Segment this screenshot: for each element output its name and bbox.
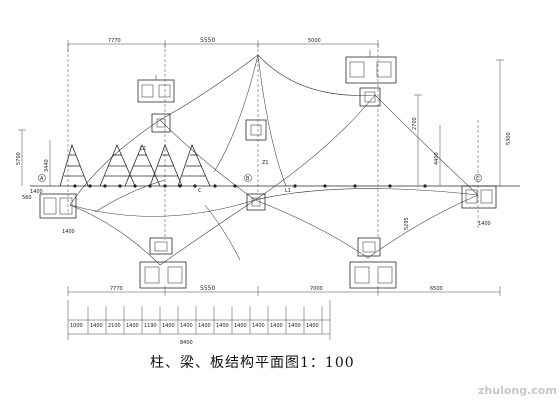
footing-top-left-lower — [151, 113, 171, 133]
ruler-dim-9: 1400 — [216, 323, 229, 329]
ruler-dim-8: 1400 — [198, 323, 211, 329]
left-dimensions: 5700 3440 560 1400 1400 1400 — [16, 129, 491, 235]
bottom-ruler: 1000 1400 2100 1400 1190 1400 1400 1400 … — [67, 300, 331, 346]
top-dim-1: 7770 — [108, 38, 121, 44]
vertical-axis-lines — [67, 44, 479, 240]
drawing-title: 柱、梁、板结构平面图1：100 — [150, 355, 355, 371]
right-dim-2: 5300 — [506, 132, 512, 145]
bottom-dim-4: 6500 — [430, 286, 443, 292]
bottom-dim-2: 5550 — [200, 285, 215, 292]
watermark: zhulong.com — [478, 384, 557, 397]
left-dim-1: 5700 — [16, 152, 22, 165]
bottom-dim-1: 7770 — [110, 286, 123, 292]
ruler-dim-5: 1190 — [144, 323, 157, 329]
ruler-total: 8400 — [180, 340, 193, 346]
top-dimension-line: 7770 5550 5000 — [67, 37, 379, 52]
label-c: C — [198, 188, 202, 194]
right-dim-4: 4400 — [434, 152, 440, 165]
ruler-dim-10: 1400 — [234, 323, 247, 329]
ruler-dim-3: 2100 — [108, 323, 121, 329]
bottom-dimension-line: 7770 5550 7000 6500 — [67, 285, 501, 296]
ruler-dim-4: 1400 — [126, 323, 139, 329]
footing-center — [245, 119, 267, 141]
truss-ladders — [59, 143, 211, 187]
top-dim-2: 5550 — [200, 37, 215, 44]
ruler-dim-1: 1000 — [70, 323, 83, 329]
label-z1: Z1 — [262, 160, 269, 166]
left-dim-2: 3440 — [44, 159, 50, 172]
grid-mark-a: A — [40, 176, 44, 182]
footing-left — [39, 193, 77, 219]
member-labels: Z1 L1 L2 C — [140, 146, 291, 194]
left-dim-6: 1400 — [478, 221, 491, 227]
right-dimensions: 2700 5300 5295 4400 — [404, 59, 512, 230]
grid-markers: A B C — [38, 174, 482, 182]
top-dim-3: 5000 — [308, 38, 321, 44]
footing-top-left — [137, 75, 175, 103]
right-dim-3: 5295 — [404, 217, 410, 230]
footing-bottom-left — [139, 237, 187, 289]
ruler-dim-13: 1400 — [288, 323, 301, 329]
left-dim-5: 1400 — [62, 229, 75, 235]
footing-mid-center — [246, 193, 266, 211]
label-l2: L2 — [140, 146, 146, 152]
membrane-roof-outline — [69, 54, 479, 266]
ruler-dim-6: 1400 — [162, 323, 175, 329]
right-dim-1: 2700 — [412, 117, 418, 130]
footing-top-right-lower — [359, 87, 381, 107]
footing-top-right — [345, 50, 397, 84]
ruler-dim-2: 1400 — [90, 323, 103, 329]
grid-mark-b: B — [246, 176, 250, 182]
bottom-dim-3: 7000 — [310, 286, 323, 292]
ruler-dim-14: 1400 — [306, 323, 319, 329]
grid-mark-c: C — [476, 176, 480, 182]
left-dim-3: 560 — [22, 195, 32, 201]
ruler-dim-11: 1400 — [252, 323, 265, 329]
ruler-dim-12: 1400 — [270, 323, 283, 329]
footing-right — [461, 185, 497, 209]
left-dim-4: 1400 — [30, 189, 43, 195]
footing-bottom-right — [349, 237, 397, 289]
label-l1: L1 — [285, 188, 291, 194]
beam-dots — [73, 184, 427, 188]
ruler-dim-7: 1400 — [180, 323, 193, 329]
